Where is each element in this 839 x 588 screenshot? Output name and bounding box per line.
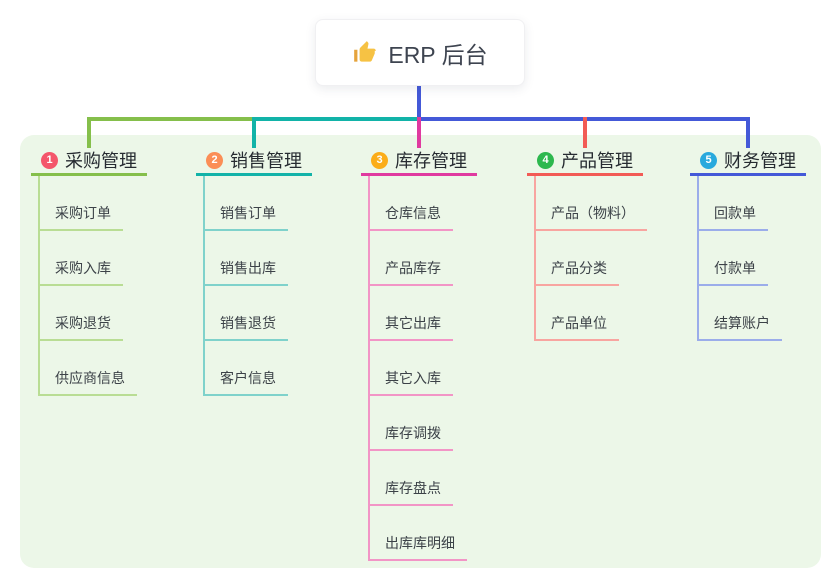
root-trunk-line xyxy=(417,84,421,121)
branch-drop-line-2 xyxy=(252,117,256,148)
branch-children: 采购订单采购入库采购退货供应商信息 xyxy=(31,176,147,396)
child-node[interactable]: 付款单 xyxy=(698,258,768,286)
child-node[interactable]: 结算账户 xyxy=(698,313,782,341)
child-row: 产品（物料） xyxy=(527,176,647,231)
branch-label: 产品管理 xyxy=(561,151,633,171)
child-row: 产品库存 xyxy=(361,231,477,286)
child-node[interactable]: 产品分类 xyxy=(535,258,619,286)
branch-connector-line xyxy=(697,176,699,341)
branch-4: 4 产品管理产品（物料） 产品分类产品单位 xyxy=(527,147,647,341)
child-node[interactable]: 产品（物料） xyxy=(535,203,647,231)
branch-number-badge: 3 xyxy=(371,151,388,169)
child-node[interactable]: 采购订单 xyxy=(39,203,123,231)
branch-connector-line xyxy=(534,176,536,341)
child-row: 客户信息 xyxy=(196,341,312,396)
branch-connector-line xyxy=(368,176,370,561)
child-row: 销售出库 xyxy=(196,231,312,286)
branch-number-badge: 4 xyxy=(537,151,554,169)
branch-children: 产品（物料） 产品分类产品单位 xyxy=(527,176,647,341)
child-row: 产品分类 xyxy=(527,231,643,286)
child-row: 仓库信息 xyxy=(361,176,477,231)
branch-drop-line-3 xyxy=(417,117,421,148)
child-node[interactable]: 采购入库 xyxy=(39,258,123,286)
branch-node[interactable]: 1 采购管理 xyxy=(31,147,147,176)
branch-label: 销售管理 xyxy=(230,151,302,171)
child-node[interactable]: 销售退货 xyxy=(204,313,288,341)
branch-drop-line-1 xyxy=(87,117,91,148)
branch-children: 仓库信息产品库存其它出库其它入库库存调拨库存盘点出库库明细 xyxy=(361,176,477,561)
child-row: 产品单位 xyxy=(527,286,643,341)
child-row: 其它入库 xyxy=(361,341,477,396)
child-node[interactable]: 仓库信息 xyxy=(369,203,453,231)
child-row: 采购入库 xyxy=(31,231,147,286)
branch-1: 1 采购管理采购订单采购入库采购退货供应商信息 xyxy=(31,147,147,396)
child-node[interactable]: 销售订单 xyxy=(204,203,288,231)
child-node[interactable]: 出库库明细 xyxy=(369,533,467,561)
root-label: ERP 后台 xyxy=(388,41,488,68)
branch-children: 回款单付款单结算账户 xyxy=(690,176,806,341)
child-node[interactable]: 供应商信息 xyxy=(39,368,137,396)
child-node[interactable]: 其它出库 xyxy=(369,313,453,341)
branch-drop-line-4 xyxy=(583,117,587,148)
bus-segment-left xyxy=(87,117,254,121)
branch-2: 2 销售管理销售订单销售出库销售退货客户信息 xyxy=(196,147,312,396)
child-row: 采购退货 xyxy=(31,286,147,341)
child-row: 其它出库 xyxy=(361,286,477,341)
child-row: 库存调拨 xyxy=(361,396,477,451)
bus-segment-middle xyxy=(254,117,419,121)
branch-number-badge: 2 xyxy=(206,151,223,169)
child-row: 销售退货 xyxy=(196,286,312,341)
branch-number-badge: 5 xyxy=(700,151,717,169)
child-row: 销售订单 xyxy=(196,176,312,231)
child-row: 出库库明细 xyxy=(361,506,477,561)
child-row: 供应商信息 xyxy=(31,341,147,396)
branch-children: 销售订单销售出库销售退货客户信息 xyxy=(196,176,312,396)
child-row: 回款单 xyxy=(690,176,806,231)
child-node[interactable]: 采购退货 xyxy=(39,313,123,341)
branch-label: 库存管理 xyxy=(395,151,467,171)
child-node[interactable]: 产品单位 xyxy=(535,313,619,341)
child-node[interactable]: 库存调拨 xyxy=(369,423,453,451)
child-node[interactable]: 销售出库 xyxy=(204,258,288,286)
branch-node[interactable]: 5 财务管理 xyxy=(690,147,806,176)
child-row: 库存盘点 xyxy=(361,451,477,506)
branch-connector-line xyxy=(38,176,40,396)
branch-node[interactable]: 2 销售管理 xyxy=(196,147,312,176)
branch-label: 财务管理 xyxy=(724,151,796,171)
root-node[interactable]: ERP 后台 xyxy=(315,19,525,86)
child-node[interactable]: 其它入库 xyxy=(369,368,453,396)
child-node[interactable]: 产品库存 xyxy=(369,258,453,286)
branches-panel xyxy=(20,135,821,568)
branch-number-badge: 1 xyxy=(41,151,58,169)
branch-drop-line-5 xyxy=(746,117,750,148)
thumbs-up-icon xyxy=(354,40,377,62)
child-row: 采购订单 xyxy=(31,176,147,231)
child-row: 结算账户 xyxy=(690,286,806,341)
child-node[interactable]: 客户信息 xyxy=(204,368,288,396)
child-node[interactable]: 回款单 xyxy=(698,203,768,231)
branch-node[interactable]: 3 库存管理 xyxy=(361,147,477,176)
branch-3: 3 库存管理仓库信息产品库存其它出库其它入库库存调拨库存盘点出库库明细 xyxy=(361,147,477,561)
branch-node[interactable]: 4 产品管理 xyxy=(527,147,643,176)
child-row: 付款单 xyxy=(690,231,806,286)
branch-5: 5 财务管理回款单付款单结算账户 xyxy=(690,147,806,341)
branch-connector-line xyxy=(203,176,205,396)
branch-label: 采购管理 xyxy=(65,151,137,171)
child-node[interactable]: 库存盘点 xyxy=(369,478,453,506)
